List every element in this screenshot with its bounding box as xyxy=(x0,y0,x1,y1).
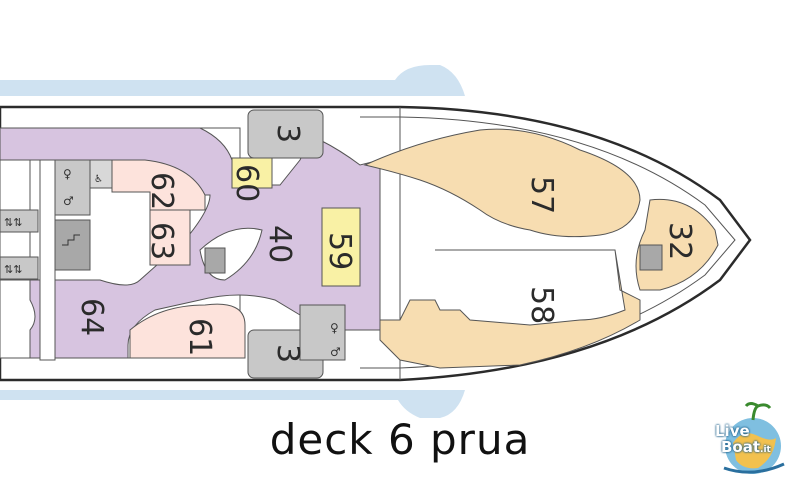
label-57: 57 xyxy=(524,176,559,214)
label-3-bottom: 3 xyxy=(270,344,305,363)
room-63 xyxy=(149,209,191,266)
label-64: 64 xyxy=(74,298,109,336)
room-3-top xyxy=(247,109,324,159)
restroom-icon: ♀ ♿ ♂ xyxy=(54,159,113,271)
logo-wordmark: Live Boat.it xyxy=(715,422,771,456)
label-61: 61 xyxy=(182,318,217,356)
room-60 xyxy=(231,157,273,189)
liveboat-logo xyxy=(723,402,785,474)
label-58: 58 xyxy=(524,286,559,324)
stairs-icon: ⇅⇅ ⇅⇅ xyxy=(0,209,39,280)
room-57 xyxy=(363,128,641,238)
svg-text:♀: ♀ xyxy=(330,321,339,335)
svg-text:♂: ♂ xyxy=(63,194,74,208)
svg-text:♀: ♀ xyxy=(63,167,72,181)
label-63: 63 xyxy=(144,222,179,260)
room-59 xyxy=(321,207,361,287)
room-61 xyxy=(129,303,246,359)
room-62 xyxy=(111,159,206,211)
label-62: 62 xyxy=(144,172,179,210)
room-58 xyxy=(379,249,641,369)
label-3-top: 3 xyxy=(270,124,305,143)
label-32: 32 xyxy=(662,222,697,260)
svg-text:⇅⇅: ⇅⇅ xyxy=(4,216,22,229)
label-59: 59 xyxy=(322,232,357,270)
svg-text:♂: ♂ xyxy=(330,345,341,359)
room-labels: 3 60 62 63 40 59 57 58 32 64 61 3 xyxy=(74,124,697,363)
label-40: 40 xyxy=(262,225,297,263)
svg-text:♿: ♿ xyxy=(94,174,103,185)
deck-title: deck 6 prua xyxy=(269,415,531,464)
label-60: 60 xyxy=(229,164,264,202)
svg-text:⇅⇅: ⇅⇅ xyxy=(4,263,22,276)
